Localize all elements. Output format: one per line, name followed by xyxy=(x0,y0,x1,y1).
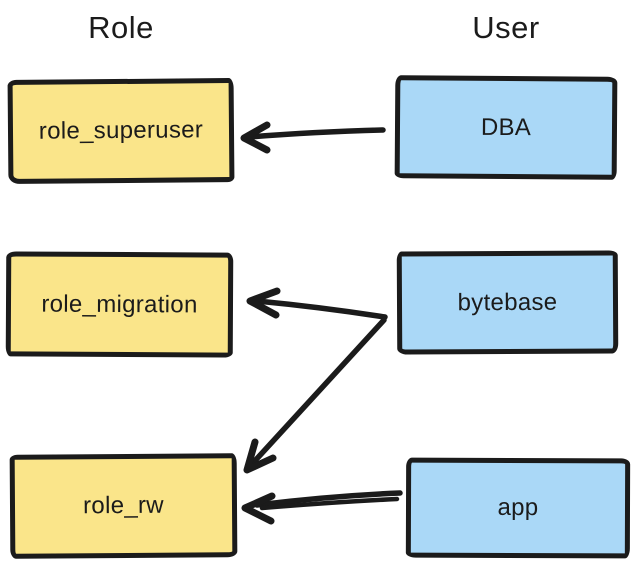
node-label: DBA xyxy=(480,113,532,141)
node-label: app xyxy=(497,493,539,522)
arrow-bytebase-to-role-migration xyxy=(246,287,388,320)
node-user-bytebase: bytebase xyxy=(396,250,619,355)
arrow-app-to-role-rw xyxy=(241,490,403,525)
column-header-user: User xyxy=(472,10,540,45)
node-label: role_migration xyxy=(41,290,198,318)
node-role-superuser: role_superuser xyxy=(7,78,235,184)
node-label: role_superuser xyxy=(38,116,204,145)
column-header-role: Role xyxy=(88,10,154,45)
node-role-rw: role_rw xyxy=(9,453,238,559)
node-role-migration: role_migration xyxy=(5,251,234,358)
arrow-bytebase-to-role-rw xyxy=(243,317,387,474)
node-label: bytebase xyxy=(457,288,558,316)
node-user-app: app xyxy=(405,457,631,559)
arrow-dba-to-role-superuser xyxy=(240,121,386,154)
node-user-dba: DBA xyxy=(394,75,618,180)
node-label: role_rw xyxy=(82,491,164,520)
